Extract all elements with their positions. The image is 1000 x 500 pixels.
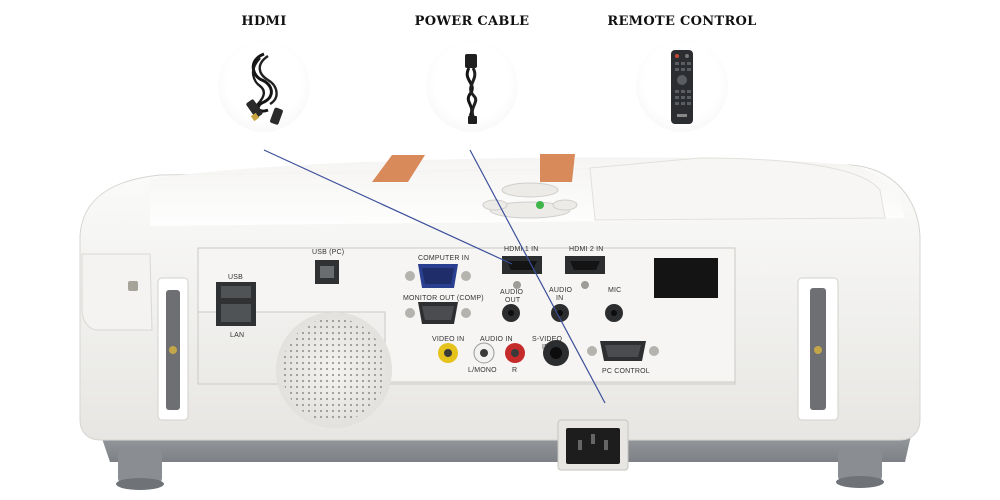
audio-out-label-line1: AUDIO — [500, 289, 524, 296]
power-cable-icon — [465, 54, 478, 124]
projector-body — [79, 154, 921, 471]
hdmi1-in-port — [502, 256, 542, 274]
remote-control-photo — [636, 40, 728, 132]
remote-control-icon — [671, 50, 693, 124]
audio-in-lr-label: AUDIO IN — [480, 336, 513, 343]
hdmi-cable-photo — [218, 40, 310, 132]
power-connector-line — [469, 149, 606, 404]
hdmi-connector-line — [263, 149, 513, 265]
video-in-label: VIDEO IN — [432, 336, 464, 343]
computer-in-label: COMPUTER IN — [418, 255, 469, 262]
usb-label: USB — [228, 274, 243, 281]
audio-in-label-line1: AUDIO — [549, 287, 573, 294]
shipping-tape-left — [372, 155, 425, 182]
accessory-label-hdmi: HDMI — [241, 14, 287, 29]
hdmi2-in-label: HDMI 2 IN — [569, 246, 603, 253]
lmono-label: L/MONO — [468, 367, 497, 374]
accessory-label-remote-control: REMOTE CONTROL — [607, 14, 757, 29]
mic-label: MIC — [608, 287, 621, 294]
svideo-label-line1: S-VIDEO — [532, 336, 563, 343]
monitor-out-label: MONITOR OUT (COMP) — [403, 295, 484, 302]
hdmi2-in-port — [565, 256, 605, 274]
usb-pc-label: USB (PC) — [312, 249, 344, 256]
computer-in-vga-port — [405, 264, 471, 288]
lan-label: LAN — [230, 332, 244, 339]
ir-sensor-window — [654, 258, 718, 298]
hdmi-cable-icon — [246, 52, 283, 125]
usb-lan-port-group — [216, 282, 256, 326]
power-cable-photo — [426, 40, 518, 132]
hdmi1-in-label: HDMI 1 IN — [504, 246, 538, 253]
pc-control-label: PC CONTROL — [602, 368, 650, 375]
audio-in-label-line2: IN — [556, 295, 563, 302]
audio-out-label-line2: OUT — [505, 297, 521, 304]
monitor-out-vga-port — [405, 302, 471, 324]
accessory-label-power-cable: POWER CABLE — [414, 14, 530, 29]
shipping-tape-right — [540, 154, 575, 182]
pc-control-serial-port — [587, 341, 659, 361]
speaker-grille — [276, 312, 392, 428]
r-label: R — [512, 367, 517, 374]
